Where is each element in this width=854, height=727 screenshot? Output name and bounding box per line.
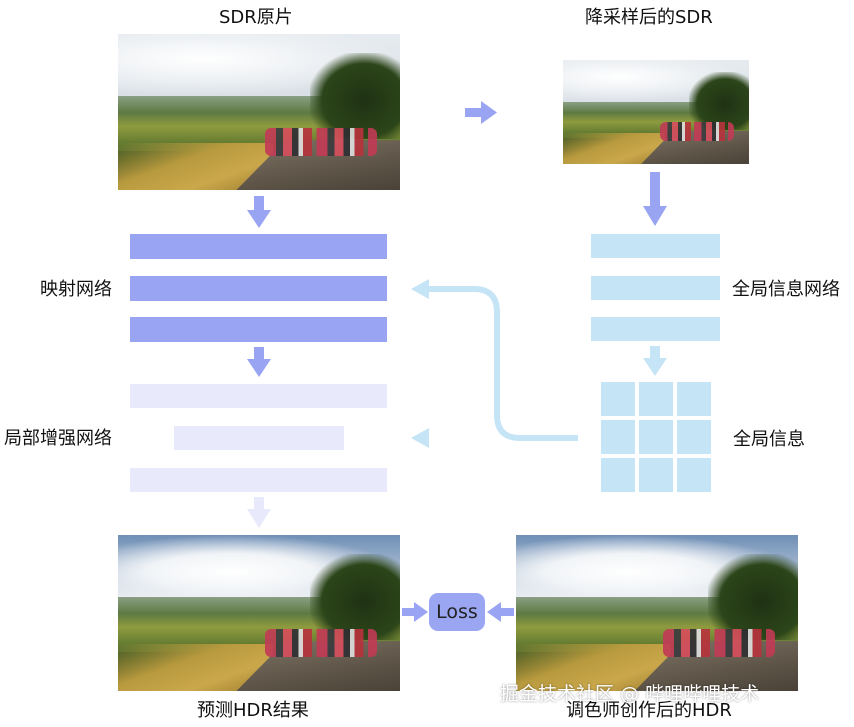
predicted-hdr-photo (118, 535, 400, 691)
arrow-left-icon (487, 602, 514, 622)
arrow-down-icon (247, 497, 271, 528)
global-info-network-bar-1 (591, 234, 720, 258)
arrow-down-icon (247, 347, 271, 377)
graded-hdr-photo (516, 535, 798, 691)
grid-cell (677, 382, 711, 416)
graded-hdr-label: 调色师创作后的HDR (566, 700, 732, 721)
mapping-network-bar-2 (130, 276, 387, 301)
loss-label: Loss (436, 601, 478, 623)
loss-box: Loss (429, 593, 485, 631)
arrow-down-icon (643, 346, 667, 376)
arrow-left-icon (411, 279, 429, 299)
arrow-right-icon (402, 602, 428, 622)
grid-cell (601, 382, 635, 416)
global-info-network-label: 全局信息网络 (732, 279, 840, 300)
local-enhance-bar-3 (130, 468, 387, 492)
global-info-network-bar-2 (591, 276, 720, 300)
watermark-text: 掘金技术社区 @ 哔哩哔哩技术 (500, 683, 760, 705)
arrow-down-icon (247, 196, 271, 228)
sdr-downsampled-photo (563, 60, 749, 164)
grid-cell (677, 458, 711, 492)
mapping-network-bar-3 (130, 317, 387, 342)
global-info-network-bar-3 (591, 317, 720, 341)
mapping-network-label: 映射网络 (40, 279, 112, 300)
grid-cell (601, 458, 635, 492)
sdr-original-photo (118, 34, 400, 190)
grid-cell (601, 420, 635, 454)
grid-cell (639, 382, 673, 416)
arrow-left-icon (411, 428, 429, 448)
sdr-downsampled-label: 降采样后的SDR (585, 7, 713, 28)
arrow-down-icon (643, 172, 667, 226)
local-enhance-network-label: 局部增强网络 (4, 428, 112, 449)
grid-cell (639, 420, 673, 454)
predicted-hdr-label: 预测HDR结果 (197, 700, 309, 721)
sdr-original-label: SDR原片 (219, 7, 293, 28)
grid-cell (677, 420, 711, 454)
grid-cell (639, 458, 673, 492)
local-enhance-bar-1 (130, 384, 387, 408)
arrow-right-icon (465, 101, 497, 124)
mapping-network-bar-1 (130, 234, 387, 259)
global-info-label: 全局信息 (733, 429, 805, 450)
global-to-mapping-arrow (425, 286, 578, 441)
local-enhance-bar-2 (174, 426, 344, 450)
